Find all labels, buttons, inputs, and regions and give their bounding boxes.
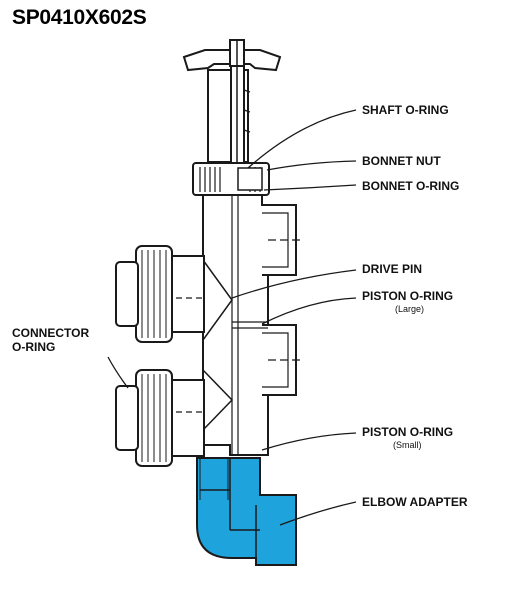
handle — [182, 39, 282, 72]
diagram-title: SP0410X602S — [12, 6, 147, 29]
valve-body — [202, 194, 269, 456]
label-drive-pin: DRIVE PIN — [362, 262, 423, 276]
leader-lines — [107, 109, 357, 526]
label-elbow-adapter: ELBOW ADAPTER — [362, 495, 468, 509]
label-piston-oring-large-size: (Large) — [395, 304, 425, 314]
label-bonnet-oring: BONNET O-RING — [362, 179, 460, 193]
label-connector-oring-line2: O-RING — [12, 340, 56, 354]
upper-connector — [115, 245, 205, 343]
label-piston-oring-small: PISTON O-RING — [362, 425, 454, 439]
lower-connector — [115, 369, 205, 467]
right-ports — [232, 204, 300, 396]
bonnet-nut — [192, 162, 270, 196]
label-bonnet-nut: BONNET NUT — [362, 154, 441, 168]
label-piston-oring-large: PISTON O-RING — [362, 289, 454, 303]
elbow-adapter — [196, 457, 297, 566]
label-piston-oring-small-size: (Small) — [393, 440, 422, 450]
label-connector-oring-line1: CONNECTOR — [12, 326, 90, 340]
label-shaft-oring: SHAFT O-RING — [362, 103, 449, 117]
